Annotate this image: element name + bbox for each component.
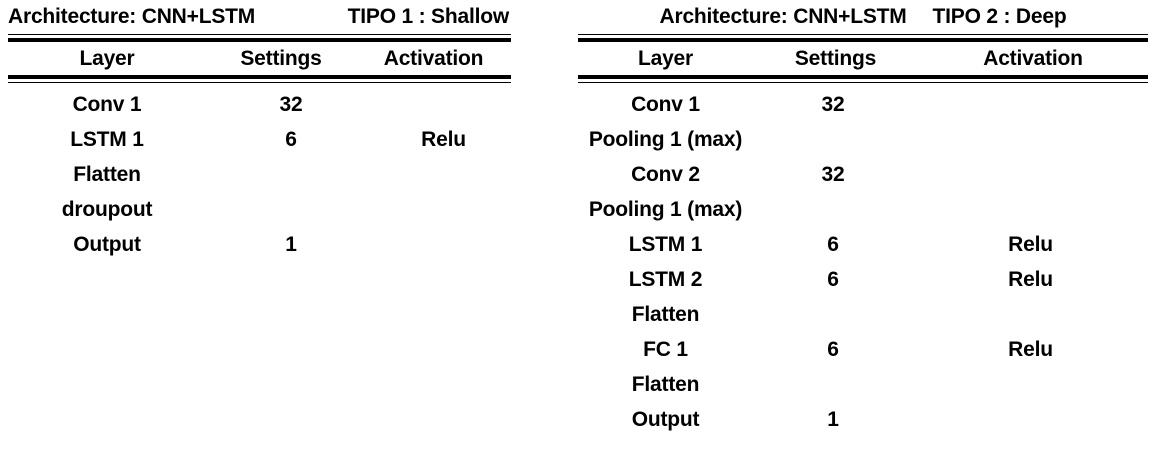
table-body-deep: Conv 1 32 Pooling 1 (max) Conv 2 32 Pool… [578,83,1148,437]
cell-settings: 6 [285,127,297,151]
table-row: Conv 1 32 [578,87,1148,122]
architecture-table-shallow: Architecture: CNN+LSTM TIPO 1 : Shallow … [8,0,511,262]
table-row: LSTM 1 6 Relu [578,227,1148,262]
cell-layer: Flatten [73,162,141,186]
table-header-row: Layer Settings Activation [578,42,1148,75]
table-row: Flatten [578,297,1148,332]
cell-layer: FC 1 [643,337,688,361]
table-row: Pooling 1 (max) [578,192,1148,227]
cell-layer: Flatten [631,302,700,326]
table-row: Flatten [8,157,511,192]
header-rule-thin [8,82,511,83]
title-rule-thick [8,38,511,42]
column-header-layer: Layer [637,46,694,70]
table-title-shallow: Architecture: CNN+LSTM TIPO 1 : Shallow [8,0,511,34]
cell-activation: Relu [1008,337,1053,361]
cell-settings: 1 [827,407,839,431]
table-row: FC 1 6 Relu [578,332,1148,367]
title-rule-thick [578,38,1148,42]
table-row: Pooling 1 (max) [578,122,1148,157]
title-rule-thin [578,34,1148,35]
cell-settings: 1 [285,232,297,256]
table-row: Conv 2 32 [578,157,1148,192]
table-title-tipo: TIPO 1 : Shallow [347,5,510,28]
table-row: Output 1 [578,402,1148,437]
cell-layer: Output [73,232,141,256]
table-title-deep: Architecture: CNN+LSTM TIPO 2 : Deep [578,0,1148,34]
table-title-tipo: TIPO 2 : Deep [932,5,1067,28]
table-row: Flatten [578,367,1148,402]
cell-settings: 32 [821,162,845,186]
table-header-row: Layer Settings Activation [8,42,511,75]
header-rule-thin [578,82,1148,83]
cell-layer: Output [631,407,700,431]
column-header-layer: Layer [79,46,135,70]
cell-layer: Pooling 1 (max) [588,127,743,151]
title-rule-thin [8,34,511,35]
cell-settings: 6 [827,232,839,256]
cell-activation: Relu [421,127,466,151]
column-header-settings: Settings [794,46,877,70]
header-rule-thick [578,75,1148,79]
table-row: droupout [8,192,511,227]
cell-settings: 32 [821,92,845,116]
column-header-activation: Activation [383,46,484,70]
cell-layer: Conv 2 [631,162,700,186]
cell-layer: Flatten [631,372,700,396]
table-body-shallow: Conv 1 32 LSTM 1 6 Relu Flatten droupout… [8,83,511,262]
cell-layer: LSTM 1 [628,232,703,256]
table-title-architecture: Architecture: CNN+LSTM [659,5,907,28]
cell-layer: LSTM 1 [70,127,144,151]
cell-settings: 6 [827,337,839,361]
table-title-architecture: Architecture: CNN+LSTM [8,5,256,28]
cell-settings: 32 [279,92,303,116]
table-row: LSTM 2 6 Relu [578,262,1148,297]
cell-layer: Pooling 1 (max) [588,197,743,221]
column-header-activation: Activation [983,46,1083,70]
cell-activation: Relu [1008,232,1053,256]
cell-activation: Relu [1008,267,1053,291]
table-row: LSTM 1 6 Relu [8,122,511,157]
architecture-table-deep: Architecture: CNN+LSTM TIPO 2 : Deep Lay… [578,0,1148,437]
table-row: Conv 1 32 [8,87,511,122]
header-rule-thick [8,75,511,79]
cell-layer: LSTM 2 [628,267,703,291]
cell-layer: Conv 1 [72,92,142,116]
column-header-settings: Settings [240,46,322,70]
cell-settings: 6 [827,267,839,291]
cell-layer: Conv 1 [631,92,700,116]
table-row: Output 1 [8,227,511,262]
cell-layer: droupout [61,197,153,221]
